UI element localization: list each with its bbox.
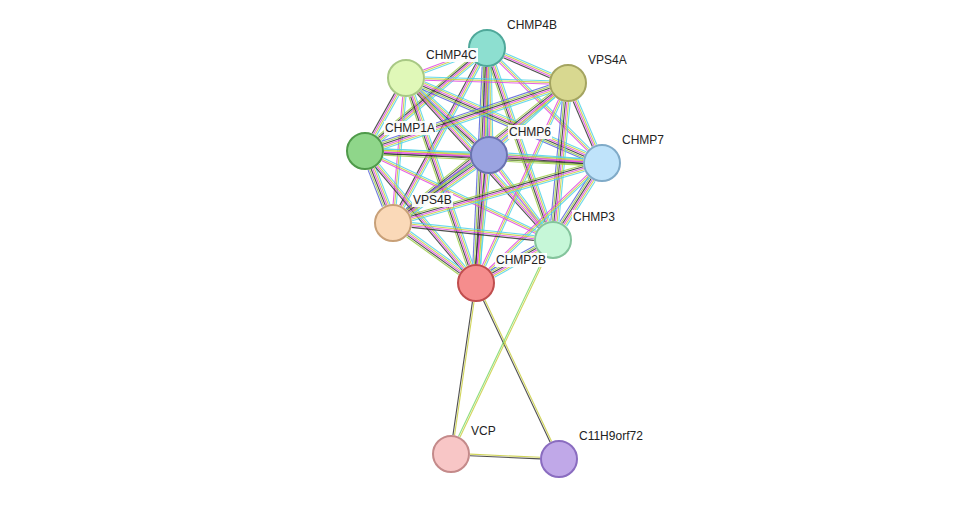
evidence-line <box>453 302 473 435</box>
evidence-line <box>412 226 534 239</box>
evidence-line <box>368 170 382 207</box>
evidence-line <box>573 101 592 146</box>
interaction-edge <box>499 169 543 226</box>
node-label: CHMP3 <box>572 210 616 224</box>
protein-node: VPS4A <box>549 64 587 102</box>
protein-node: C11H9orf72 <box>540 440 578 478</box>
evidence-line <box>491 177 589 271</box>
interaction-edge <box>470 454 540 459</box>
evidence-line <box>504 56 550 76</box>
evidence-line <box>412 170 584 220</box>
evidence-line <box>412 227 534 240</box>
interaction-edge <box>483 300 551 442</box>
protein-node: CHMP4C <box>387 59 425 97</box>
evidence-line <box>407 235 459 273</box>
evidence-line <box>503 58 549 78</box>
evidence-line <box>483 301 550 443</box>
protein-node: CHMP7 <box>583 144 621 182</box>
interaction-edge <box>476 174 490 265</box>
protein-node: CHMP6 <box>470 136 508 174</box>
evidence-line <box>410 165 582 215</box>
evidence-line <box>502 169 543 224</box>
evidence-line <box>411 168 583 218</box>
node-label: CHMP4B <box>506 18 558 32</box>
node-label: CHMP7 <box>621 133 665 147</box>
evidence-line <box>410 232 462 270</box>
evidence-line <box>578 100 597 145</box>
interaction-edge <box>410 165 584 221</box>
node-label: CHMP2B <box>495 253 547 267</box>
evidence-line <box>412 171 584 221</box>
evidence-line <box>505 55 551 75</box>
evidence-line <box>476 174 485 264</box>
evidence-line <box>491 67 492 136</box>
evidence-line <box>477 174 486 264</box>
interaction-edge <box>412 223 535 241</box>
node-label: CHMP4C <box>425 48 478 62</box>
interaction-edge <box>573 100 597 147</box>
evidence-line <box>412 224 534 237</box>
node-label: CHMP1A <box>384 121 436 135</box>
evidence-line <box>470 456 540 459</box>
evidence-line <box>425 80 549 84</box>
evidence-line <box>575 101 594 146</box>
node-label: VPS4B <box>412 193 453 207</box>
evidence-line <box>409 233 461 271</box>
protein-node: VPS4B <box>374 204 412 242</box>
interaction-edge <box>407 232 463 275</box>
evidence-line <box>408 234 460 272</box>
protein-node: VCP <box>432 435 470 473</box>
protein-node: CHMP2B <box>457 264 495 302</box>
node-label: VCP <box>470 424 497 438</box>
interaction-edge <box>508 153 584 165</box>
node-label: C11H9orf72 <box>578 429 644 443</box>
evidence-line <box>508 160 583 165</box>
evidence-line <box>576 100 595 145</box>
evidence-line <box>485 300 552 442</box>
evidence-line <box>455 302 475 435</box>
node-label: VPS4A <box>587 53 628 67</box>
evidence-line <box>411 167 583 217</box>
evidence-line <box>407 237 459 275</box>
node-label: CHMP6 <box>508 125 552 139</box>
interaction-edge <box>425 77 549 84</box>
protein-node: CHMP1A <box>346 132 384 170</box>
